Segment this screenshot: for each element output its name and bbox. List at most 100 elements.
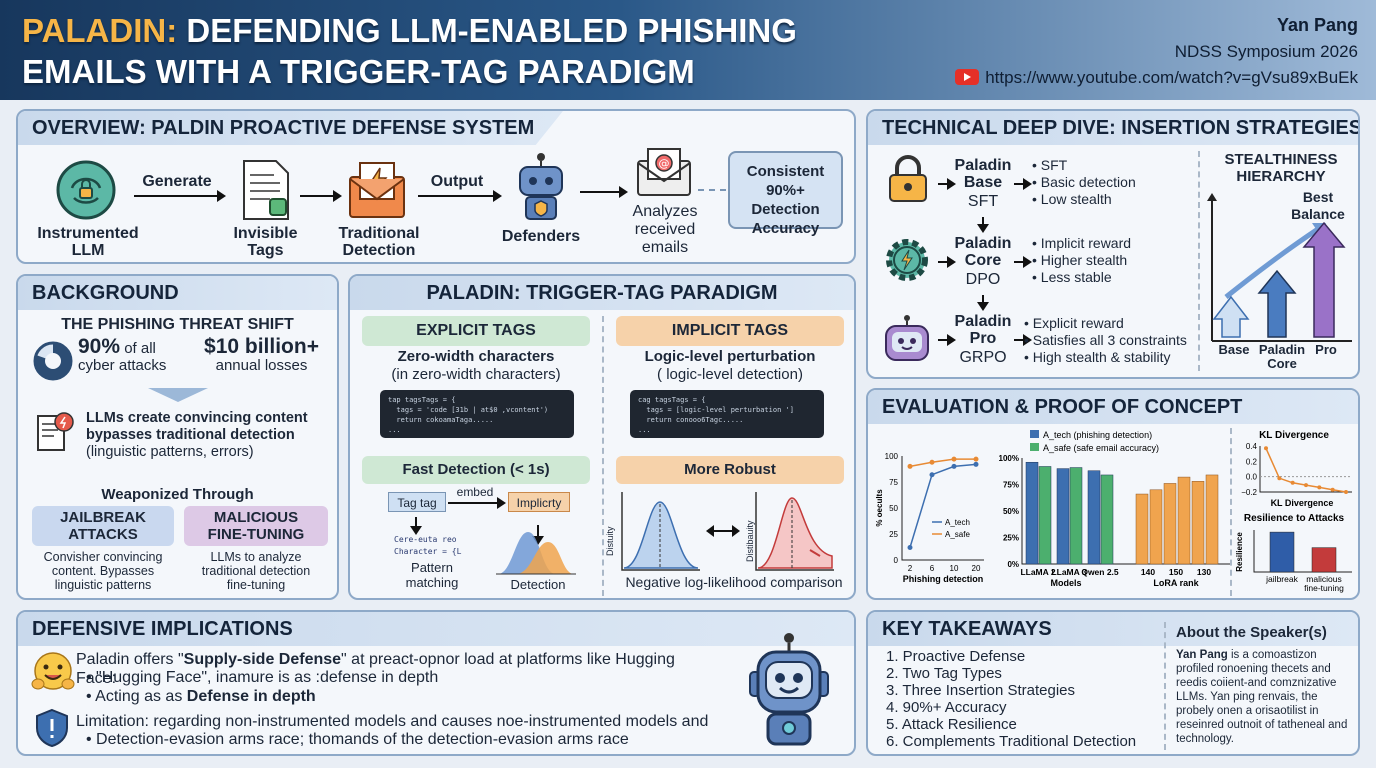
dist-axis-label: Distuity [605,526,615,556]
tick-label: LLaMA 3 [1051,567,1086,577]
header-banner [0,0,1376,100]
llm-bold2: bypasses traditional detection [86,427,295,443]
implication-bullet: Acting as as Defense in depth [86,687,438,706]
row2-method: GRPO [959,349,1007,366]
detection-curves [496,532,576,575]
speaker-title: About the Speaker(s) [1176,624,1327,641]
arrow-base-bullets [1014,178,1032,190]
explicit-tags-header: EXPLICIT TAGS [362,316,590,346]
tick-label: −0.2 [1241,488,1257,497]
bar-chart: A_tech (phishing detection)A_safe (safe … [999,430,1230,588]
poster-title: PALADIN: DEFENDING LLM-ENABLED PHISHING … [22,10,797,92]
tick-label: 100 [885,452,899,461]
data-point [1304,483,1308,488]
row0-name: Paladin Base [954,157,1012,191]
takeaway-item: 3. Three Insertion Strategies [886,682,1075,699]
row1-bullet: Less stable [1032,269,1131,286]
tick-label: 2 [908,564,913,573]
takeaway-item: 6. Complements Traditional Detection [886,733,1137,750]
llm-normal: (linguistic patterns, errors) [86,444,254,460]
robot-icon [519,153,563,220]
row0-bullets: SFT Basic detection Low stealth [1032,157,1136,208]
tick-label: 50% [1003,507,1019,516]
chart-title: KL Divergence [1259,430,1329,441]
bullet2-bold: Defense in depth [186,688,316,705]
bar-base [1212,295,1250,338]
robot-pro-icon [885,315,929,361]
bar-pro [1302,221,1346,338]
bar [1056,468,1070,565]
background-panel: BACKGROUND THE PHISHING THREAT SHIFT 90%… [16,274,339,600]
video-link[interactable]: https://www.youtube.com/watch?v=gVsu89xB… [985,68,1358,87]
axis [1253,530,1352,573]
detection-label: Detection [510,577,566,592]
step-tags: Invisible Tags [233,225,298,259]
legend-label: A_safe [945,530,970,539]
data-point [907,463,913,469]
code-snippet-small: Cere-euta reo Character = {L [394,535,462,556]
tick-label: 140 [1141,567,1155,577]
arrow-defenders [580,186,628,198]
robot-mascot-icon [749,633,829,746]
row1-bullet: Implicit reward [1032,235,1131,252]
row0-bullet: Basic detection [1032,174,1136,191]
data-point [929,472,935,478]
fast-detection-header: Fast Detection (< 1s) [362,456,590,484]
data-point [973,456,979,462]
tick-label: 20 [972,564,981,573]
takeaways-panel: KEY TAKEAWAYS 1. Proactive Defense 2. Tw… [866,610,1360,756]
data-point [973,461,979,467]
arrow-core-pro [982,295,984,309]
stat1-line2: cyber attacks [78,357,167,374]
takeaway-item: 5. Attack Resilience [886,716,1017,733]
hugging-face-icon [31,652,75,690]
tick-label: Qwen 2.5 [1081,567,1119,577]
row2-bullet: Satisfies all 3 constraints [1024,332,1187,349]
legend-label: A_tech (phishing detection) [1043,430,1152,440]
bar [1163,483,1177,565]
bar [1177,476,1191,565]
step-detection: Traditional Detection [338,225,420,259]
speaker-bio-text: is a comoastizon profiled ronoening thec… [1176,649,1348,745]
data-point [1330,487,1335,492]
bar [1191,481,1205,565]
svg-text:@: @ [659,157,670,170]
llm-threat-text: LLMs create convincing content bypasses … [86,410,336,461]
axis [1259,446,1352,493]
takeaway-item: 4. 90%+ Accuracy [886,699,1007,716]
tick-label: 0.0 [1246,473,1258,482]
embed-label: embed [456,485,494,499]
tick-label: 75% [1003,481,1019,490]
stat1-small: of all [120,340,156,357]
pie-stat-icon [33,341,73,381]
arrow-base [938,178,956,190]
background-title: BACKGROUND [18,276,337,310]
bar [1038,466,1052,565]
bar [1269,531,1295,573]
paradigm-panel: PALADIN: TRIGGER-TAG PARADIGM EXPLICIT T… [348,274,856,600]
hierarchy-title: STEALTHINESS HIERARCHY [1224,151,1338,185]
evaluation-title: EVALUATION & PROOF OF CONCEPT [868,390,1358,424]
lock-icon [889,155,927,202]
deepdive-divider [1198,151,1200,371]
row0-method: SFT [967,193,999,210]
implication-line1: Paladin offers "Supply-side Defense" at … [76,650,716,688]
explicit-sub1: Zero-width characters [397,348,555,365]
nll-curve-red [755,492,834,571]
paradigm-divider [602,316,604,596]
implications-title: DEFENSIVE IMPLICATIONS [18,612,854,646]
axis-label: Models [1050,578,1081,588]
row2-bullet: High stealth & stability [1024,349,1187,366]
row2-bullets: Explicit reward Satisfies all 3 constrai… [1024,315,1187,366]
robust-header: More Robust [616,456,844,484]
stealth-hierarchy-chart [1207,193,1352,342]
author-name: Yan Pang [1276,15,1358,35]
paradigm-title: PALADIN: TRIGGER-TAG PARADIGM [350,276,854,310]
email-icon: @ [637,148,691,196]
title-highlight: PALADIN: [22,12,178,49]
data-point [1264,446,1268,451]
arrow-output [418,190,502,202]
resilience-chart: Resilience to AttacksResiliencejailbreak… [1235,513,1352,593]
tick-label: 0% [1007,560,1019,569]
